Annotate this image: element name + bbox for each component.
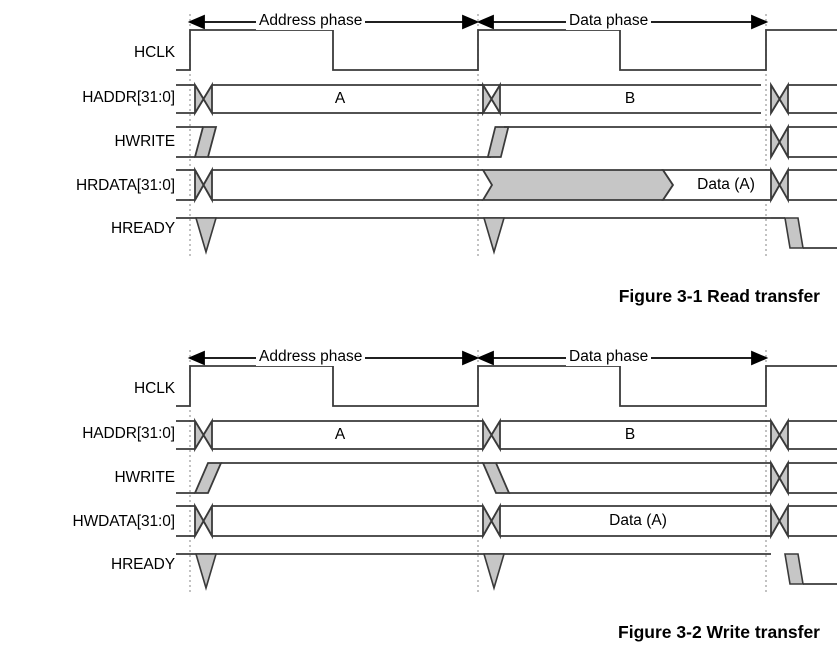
- signal-label-hwdata: HWDATA[31:0]: [72, 513, 176, 530]
- write-transfer-waveform: [176, 350, 837, 592]
- hwdata-transition-markers: [194, 502, 789, 540]
- waveform-hwrite-2: [176, 459, 837, 497]
- waveform-hclk-2: [176, 365, 837, 407]
- hrdata-end-transition: [770, 166, 789, 204]
- waveform-haddr-2: [176, 420, 837, 450]
- figure-write-transfer: HCLK HADDR[31:0] HWRITE HWDATA[31:0] HRE…: [0, 330, 837, 657]
- signal-label-hready-2: HREADY: [111, 556, 175, 573]
- waveform-hrdata: [176, 169, 483, 201]
- hready-glitch-1-b: [194, 553, 218, 591]
- waveform-hwdata: [176, 505, 837, 537]
- phase-label-address-2: Address phase: [256, 348, 366, 366]
- phase-label-address: Address phase: [256, 12, 366, 30]
- bus-value-haddr-b: B: [624, 90, 636, 107]
- figure-read-transfer: HCLK HADDR[31:0] HWRITE HRDATA[31:0] HRE…: [0, 0, 837, 320]
- hready-falling-edge-b: [784, 553, 804, 585]
- hready-glitch-2: [482, 217, 506, 255]
- hrdata-invalid-block: [481, 169, 675, 201]
- signal-label-haddr: HADDR[31:0]: [82, 89, 175, 106]
- figure-caption-write: Figure 3-2 Write transfer: [618, 622, 820, 642]
- hready-glitch-2-b: [482, 553, 506, 591]
- phase-label-data-2: Data phase: [566, 348, 652, 366]
- signal-label-hrdata: HRDATA[31:0]: [75, 177, 175, 194]
- waveform-hready: [176, 217, 837, 255]
- signal-label-hclk: HCLK: [134, 44, 175, 61]
- signal-label-hwrite-2: HWRITE: [114, 469, 175, 486]
- waveform-haddr: [176, 84, 837, 114]
- signal-label-hwrite: HWRITE: [114, 133, 175, 150]
- hready-falling-edge: [784, 217, 804, 249]
- signal-label-haddr-2: HADDR[31:0]: [82, 425, 175, 442]
- haddr-segment-breaks: [478, 84, 483, 114]
- figure-caption-read: Figure 3-1 Read transfer: [618, 286, 820, 306]
- waveform-hready-2: [176, 553, 837, 591]
- phase-label-data: Data phase: [566, 12, 652, 30]
- haddr-transition-markers: [194, 81, 789, 117]
- hrdata-transition-markers: [194, 166, 213, 204]
- signal-label-hready: HREADY: [111, 220, 175, 237]
- waveform-hwrite: [176, 123, 837, 161]
- bus-value-haddr-b-2: B: [624, 426, 636, 443]
- signal-label-hclk-2: HCLK: [134, 380, 175, 397]
- read-transfer-waveform: [176, 14, 837, 256]
- bus-value-haddr-a-2: A: [334, 426, 346, 443]
- bus-value-haddr-a: A: [334, 90, 346, 107]
- bus-value-hwdata-data-a: Data (A): [609, 512, 667, 529]
- waveform-hclk: [176, 29, 837, 71]
- hready-glitch-1: [194, 217, 218, 255]
- bus-value-hrdata-data-a: Data (A): [697, 176, 755, 193]
- haddr-transition-markers-2: [194, 417, 789, 453]
